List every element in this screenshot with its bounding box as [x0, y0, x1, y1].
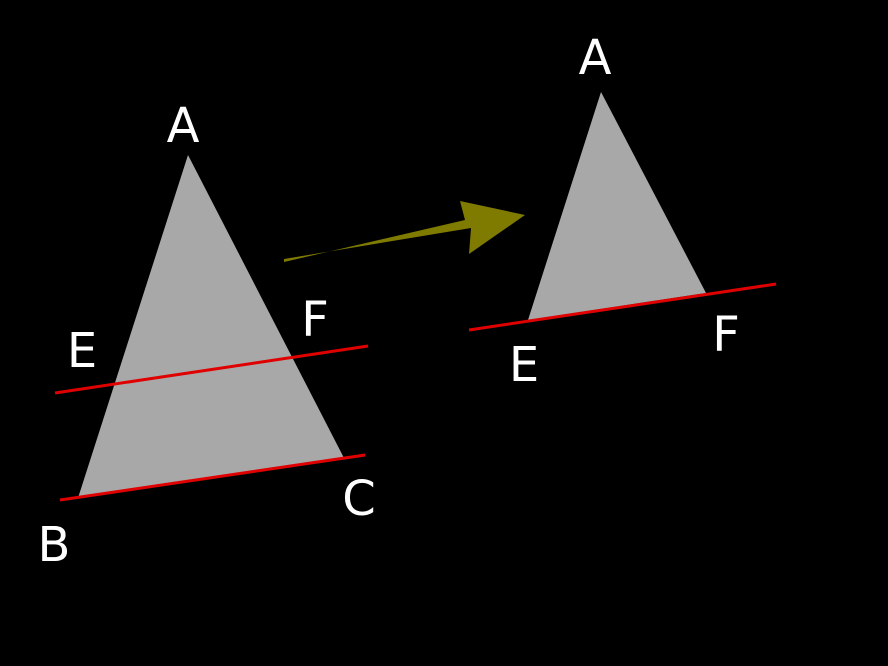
right-arrow-icon: [284, 201, 525, 262]
triangle-aef: [528, 92, 706, 320]
triangle-abc: [78, 155, 344, 498]
vertex-label-f: F: [301, 292, 329, 348]
vertex-label-a: A: [167, 98, 200, 154]
right-figure: A E F: [468, 30, 777, 393]
left-figure: A E F B C: [38, 98, 376, 573]
vertex-label-c: C: [342, 471, 376, 527]
base-line-bc: [59, 453, 366, 502]
vertex-label-b: B: [38, 517, 71, 573]
vertex-label-e: E: [67, 323, 97, 379]
base-line-ef: [468, 282, 777, 332]
vertex-label-a: A: [579, 30, 612, 86]
arrow-shape: [284, 201, 525, 262]
vertex-label-e: E: [509, 337, 539, 393]
parallel-line-ef: [54, 344, 369, 395]
vertex-label-f: F: [712, 307, 740, 363]
